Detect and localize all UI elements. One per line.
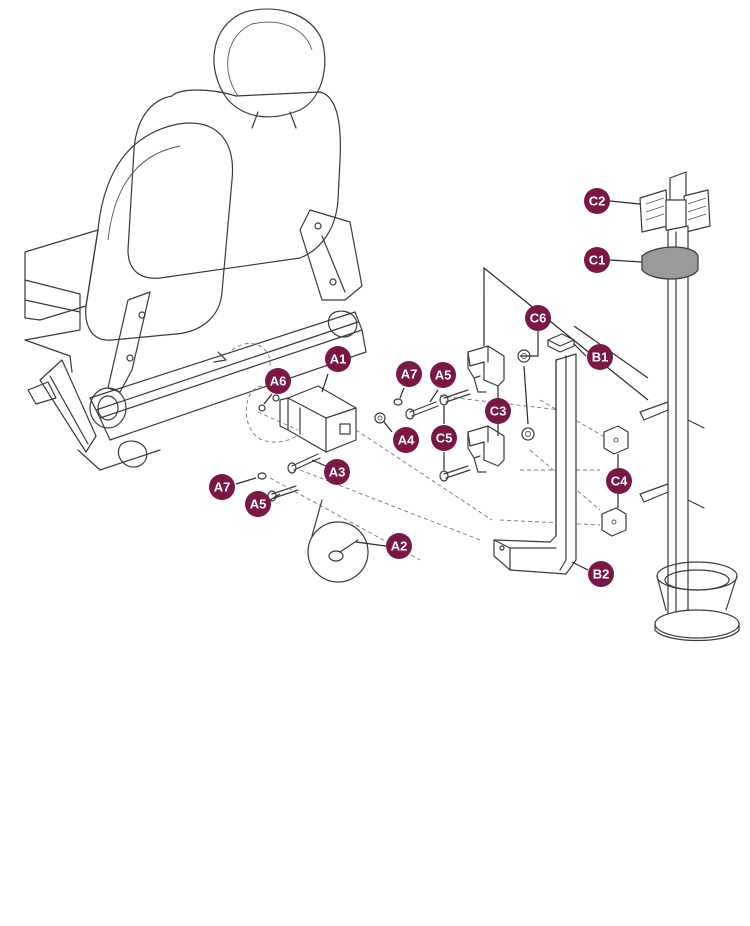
callout-a2: A2 xyxy=(355,533,412,559)
svg-text:C5: C5 xyxy=(436,431,453,446)
callout-c4: C4 xyxy=(606,454,632,508)
callout-a5-top: A5 xyxy=(429,362,456,403)
scooter-seat xyxy=(24,8,367,471)
b2-mounting-tube xyxy=(493,333,577,575)
callout-c6: C6 xyxy=(525,305,551,331)
svg-text:C1: C1 xyxy=(589,253,606,268)
callout-a6: A6 xyxy=(263,368,291,405)
svg-text:A4: A4 xyxy=(398,433,415,448)
callout-a5-bottom: A5 xyxy=(245,491,281,517)
svg-text:A1: A1 xyxy=(330,352,347,367)
svg-text:A7: A7 xyxy=(401,367,418,382)
svg-text:A2: A2 xyxy=(391,539,408,554)
callout-a7-bottom: A7 xyxy=(209,474,257,500)
svg-text:C3: C3 xyxy=(490,404,507,419)
callout-a7-top: A7 xyxy=(396,361,422,399)
svg-text:A5: A5 xyxy=(250,497,267,512)
callout-c1: C1 xyxy=(584,247,643,273)
svg-text:B1: B1 xyxy=(592,350,609,365)
callout-c5: C5 xyxy=(431,406,457,470)
svg-text:A6: A6 xyxy=(270,374,287,389)
svg-text:B2: B2 xyxy=(593,567,610,582)
callout-c2: C2 xyxy=(584,188,641,214)
svg-text:C4: C4 xyxy=(611,474,628,489)
callout-b2: B2 xyxy=(571,561,614,587)
c3-hook-brackets xyxy=(439,330,539,482)
callout-c3: C3 xyxy=(485,386,511,436)
svg-text:A3: A3 xyxy=(329,465,346,480)
svg-text:A5: A5 xyxy=(435,368,452,383)
callout-a1: A1 xyxy=(321,346,351,393)
svg-text:C2: C2 xyxy=(589,194,606,209)
callout-b1: B1 xyxy=(573,343,613,370)
svg-text:C6: C6 xyxy=(530,311,547,326)
cane-holder xyxy=(483,171,740,642)
svg-text:A7: A7 xyxy=(214,480,231,495)
callout-a4: A4 xyxy=(383,421,419,453)
callout-a3: A3 xyxy=(311,459,350,485)
